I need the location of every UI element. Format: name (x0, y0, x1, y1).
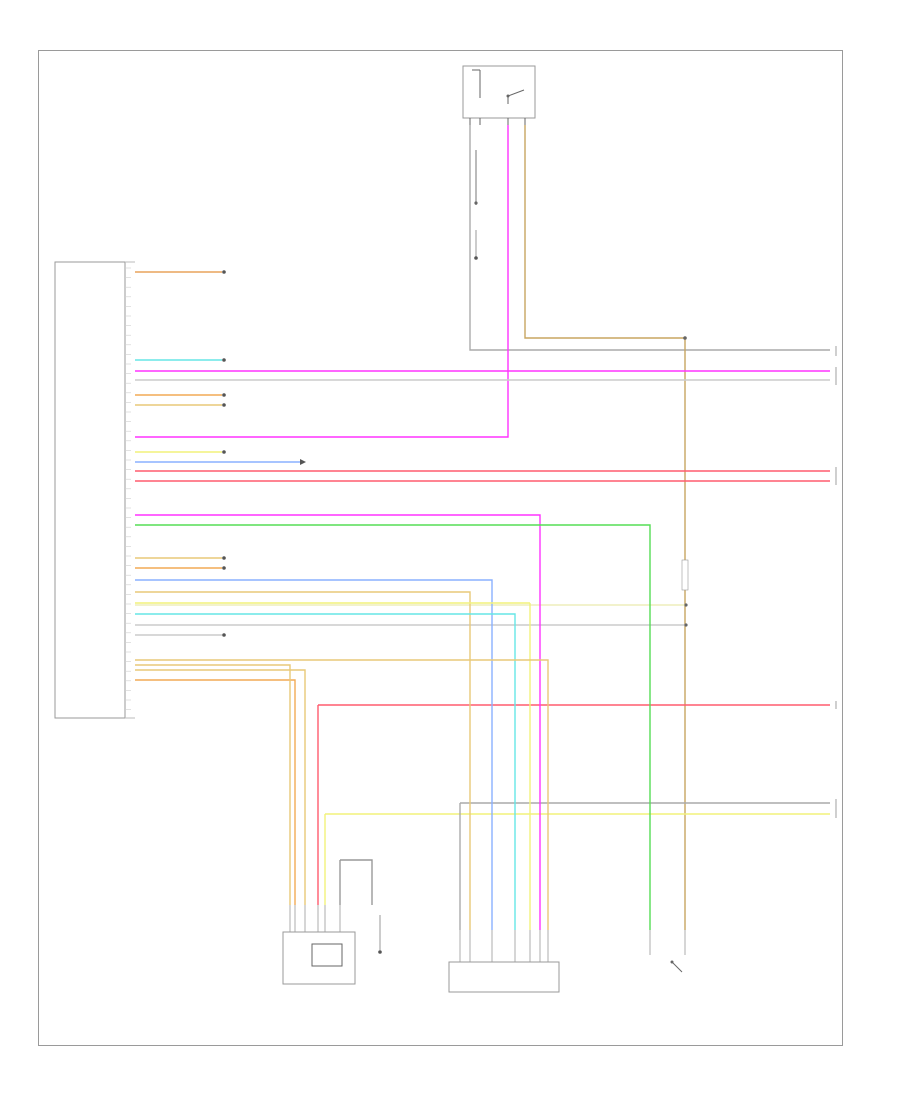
wire-gray-short (340, 859, 373, 905)
wire-tan-pair-1 (135, 659, 549, 930)
top-sensor-connector (462, 65, 536, 125)
ground-symbol (474, 150, 478, 260)
wire-green-down (135, 524, 651, 930)
wire-tan-pair-2 (135, 669, 306, 905)
wire-cyan-down (135, 613, 516, 930)
wire-top-magenta (135, 125, 509, 438)
wire-top-gray (469, 125, 830, 351)
diagram-frame (38, 50, 843, 1046)
engine-control-module (54, 261, 135, 719)
wire-tan-pair-3 (135, 679, 296, 905)
bottom-right-component (649, 930, 686, 973)
wire-magenta-down (135, 514, 541, 930)
ecm-pin-ticks (125, 267, 131, 710)
wire-tan-down (135, 591, 471, 930)
wire-tan-pair-4 (135, 664, 291, 905)
tan-wire-splice (681, 336, 689, 627)
wire-top-tan (524, 125, 686, 930)
bottom-left-component (282, 905, 382, 985)
lead-terminals (222, 270, 306, 637)
bottom-middle-component (448, 930, 560, 993)
wire-blue-down (135, 579, 493, 930)
wire-group (135, 125, 830, 930)
